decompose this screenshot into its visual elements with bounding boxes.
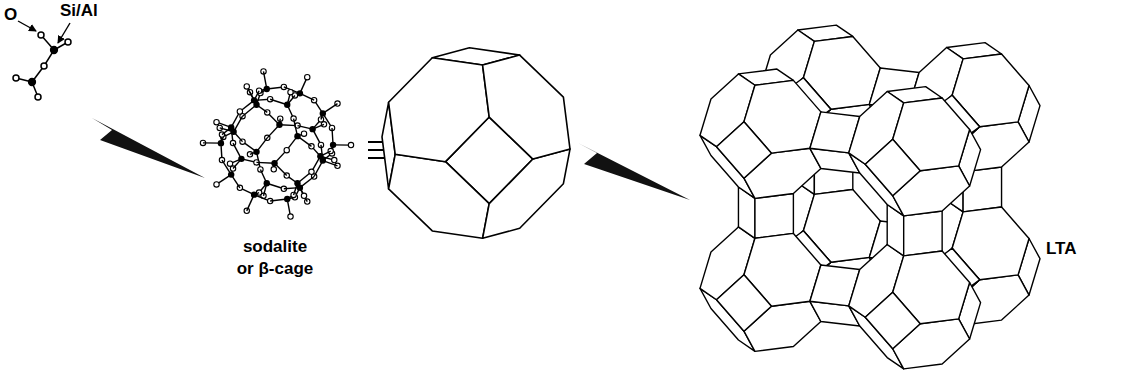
prism-face	[904, 211, 942, 256]
lta-framework	[700, 25, 1040, 369]
cage-face	[483, 55, 570, 159]
cage-face	[483, 149, 570, 238]
leader-arrow	[58, 23, 70, 43]
oxygen-atom	[227, 161, 232, 166]
oxygen-atom	[65, 39, 71, 45]
oxygen-atom	[309, 169, 314, 174]
oxygen-atom	[301, 131, 306, 136]
oxygen-atom	[237, 109, 242, 114]
oxygen-atom	[305, 74, 310, 79]
oxygen-atom	[301, 193, 306, 198]
cage-face	[389, 154, 490, 238]
oxygen-atom	[271, 167, 276, 172]
atom-label: Si/Al	[60, 0, 98, 22]
oxygen-atom	[348, 142, 353, 147]
silicon-atom	[29, 79, 36, 86]
prism-face	[755, 193, 793, 238]
oxygen-atom	[288, 214, 293, 219]
cage-face	[865, 292, 920, 349]
cage-face	[717, 275, 772, 332]
cage-face	[389, 58, 490, 162]
oxygen-atom	[13, 75, 19, 81]
atom-label: O	[4, 4, 17, 26]
cage-face	[865, 139, 920, 196]
oxygen-atom	[332, 157, 337, 162]
oxygen-atom	[214, 119, 219, 124]
cage-label: sodalite or β-cage	[234, 236, 316, 280]
leader-arrow	[18, 21, 36, 31]
cage-face	[717, 122, 772, 179]
tetrahedral-fragment	[13, 32, 71, 100]
wedge-arrow	[578, 143, 690, 200]
sodalite-polyhedron	[382, 48, 570, 239]
silicon-atom	[51, 47, 58, 54]
oxygen-atom	[288, 89, 293, 94]
oxygen-atom	[38, 32, 44, 38]
oxygen-atom	[35, 94, 41, 100]
oxygen-atom	[244, 84, 249, 89]
oxygen-atom	[284, 147, 289, 152]
sodalite-ball-stick	[200, 69, 353, 220]
framework-label: LTA	[1046, 238, 1077, 260]
wedge-arrow	[92, 118, 205, 178]
oxygen-atom	[214, 182, 219, 187]
oxygen-atom	[41, 63, 47, 69]
